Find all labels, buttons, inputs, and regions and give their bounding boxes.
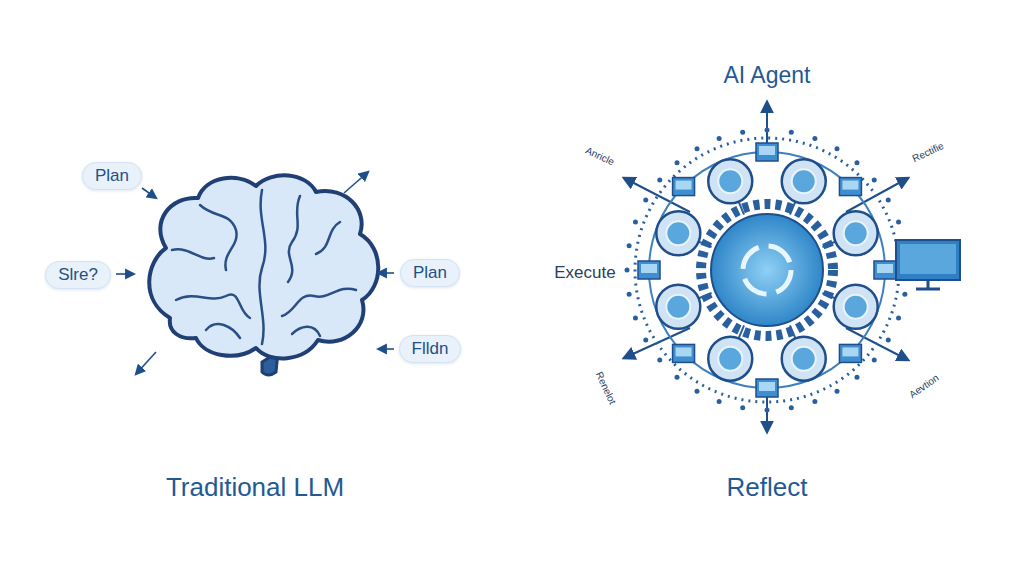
section-title: AI Agent — [724, 62, 811, 89]
callout-text: Flldn — [412, 339, 449, 359]
callout-pill: Slre? — [45, 261, 111, 289]
callout-pill: Flldn — [399, 335, 462, 363]
callout-text: Plan — [95, 166, 129, 186]
section-title: Traditional LLM — [166, 472, 344, 503]
small-label: Renelot — [594, 370, 619, 406]
callout-arrows — [116, 172, 394, 374]
callout-pill: Plan — [82, 162, 142, 190]
small-label: Anricle — [584, 145, 616, 168]
section-title: Reflect — [727, 472, 808, 503]
callout-text: Plan — [413, 263, 447, 283]
callout-text: Slre? — [58, 265, 98, 285]
small-label: Rectifie — [911, 140, 946, 164]
small-label: Aevtion — [907, 372, 941, 400]
brain-illustration — [149, 175, 378, 375]
callout-pill: Plan — [400, 259, 460, 287]
step-label: Execute — [554, 263, 615, 283]
agent-network-illustration — [624, 102, 960, 432]
